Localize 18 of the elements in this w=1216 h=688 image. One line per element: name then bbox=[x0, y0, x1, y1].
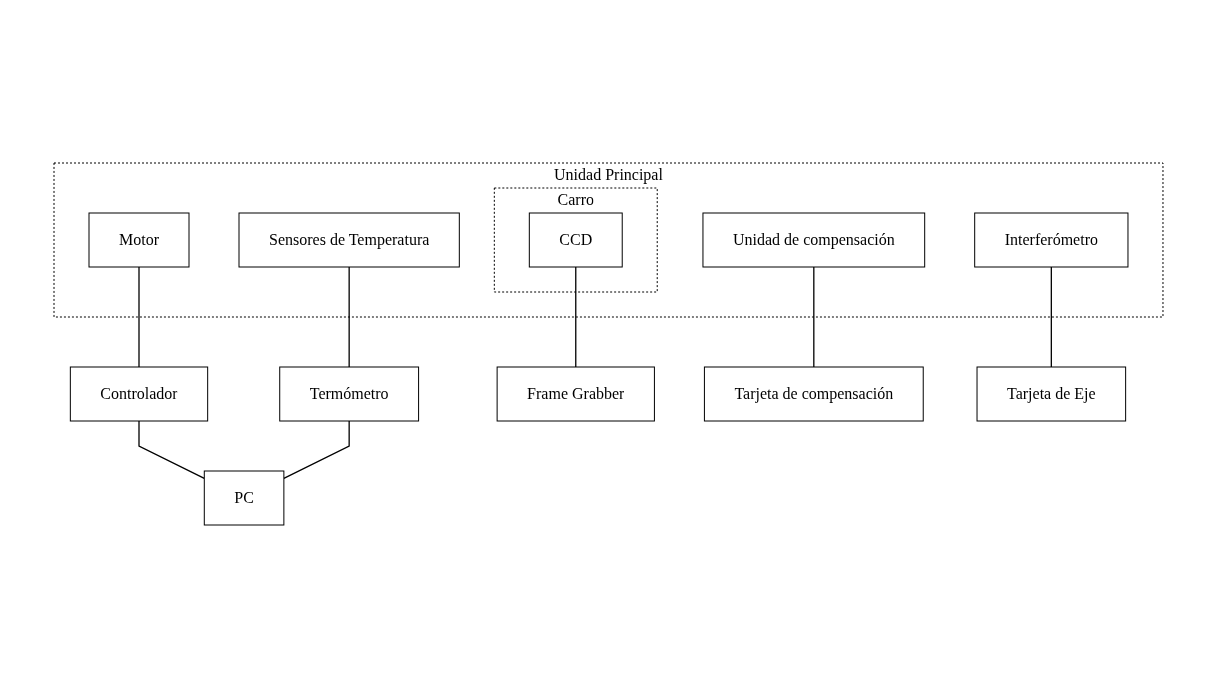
connector bbox=[1050, 266, 1052, 368]
node-box: Tarjeta de Eje bbox=[976, 366, 1126, 422]
connector bbox=[282, 420, 350, 479]
connector bbox=[137, 420, 205, 479]
connector bbox=[348, 266, 350, 368]
node-box: Termómetro bbox=[278, 366, 419, 422]
node-box: Motor bbox=[88, 212, 189, 268]
node-box: PC bbox=[203, 470, 284, 526]
node-box: Controlador bbox=[69, 366, 208, 422]
node-box: Sensores de Temperatura bbox=[238, 212, 460, 268]
connector bbox=[812, 266, 814, 368]
node-box: Tarjeta de compensación bbox=[703, 366, 924, 422]
node-box: Interferómetro bbox=[973, 212, 1128, 268]
connector bbox=[137, 266, 140, 368]
node-box: Frame Grabber bbox=[496, 366, 655, 422]
node-box: CCD bbox=[528, 212, 623, 268]
node-box: Unidad de compensación bbox=[701, 212, 925, 268]
connector bbox=[574, 266, 576, 368]
